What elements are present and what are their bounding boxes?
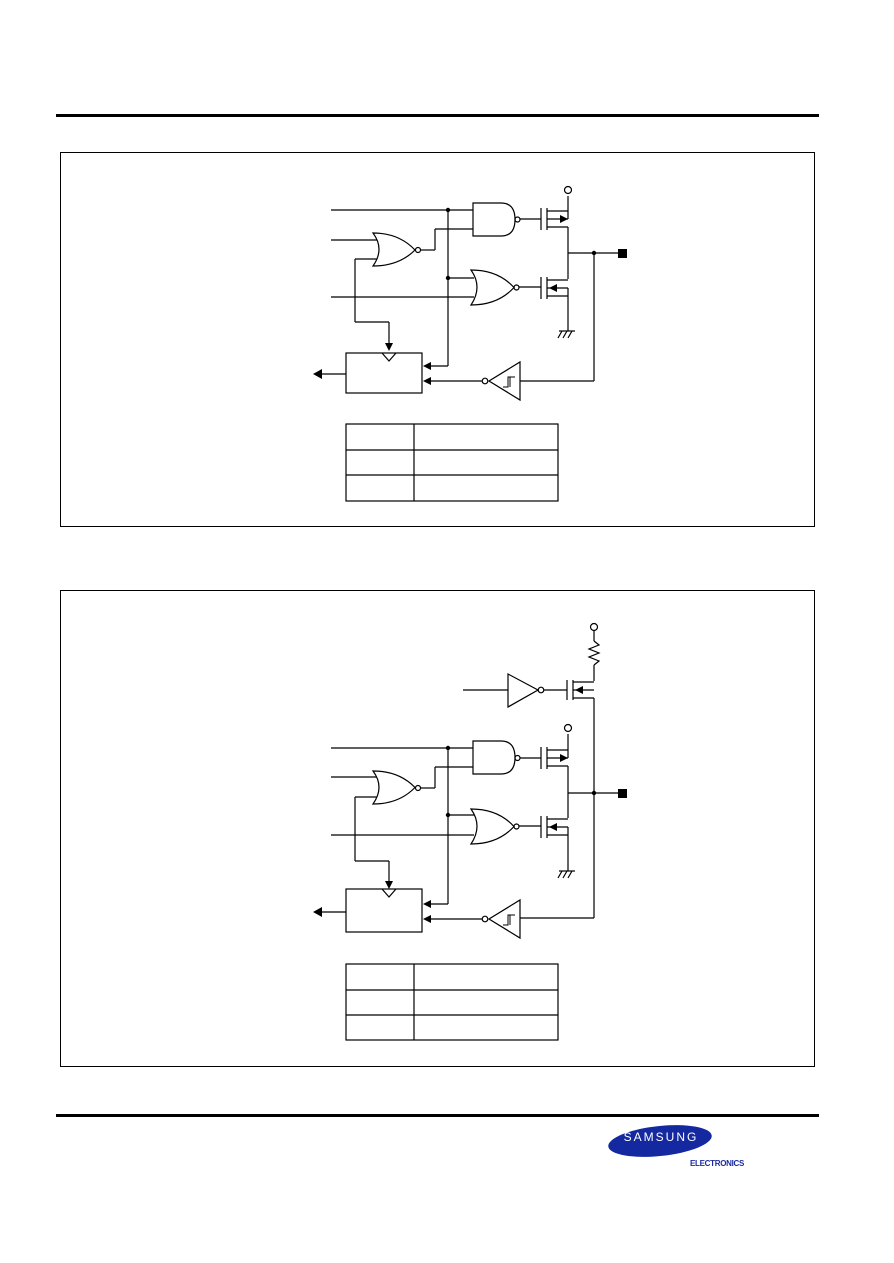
output-pin (618, 249, 627, 258)
header-rule (56, 114, 819, 117)
logo-wordmark: SAMSUNG (623, 1130, 699, 1144)
nor-gate-2 (469, 808, 515, 845)
nand-gate (472, 202, 516, 237)
footer-rule (56, 1114, 819, 1117)
vdd-terminal-pullup (589, 622, 599, 632)
logo-subtitle: ELECTRONICS (690, 1159, 745, 1168)
configuration-table-2 (345, 963, 559, 1041)
pullup-buffer (507, 673, 540, 709)
latch-block-2 (345, 888, 423, 933)
schmitt-inverter-2 (487, 898, 521, 940)
samsung-logo: SAMSUNG ELECTRONICS (606, 1125, 766, 1175)
samsung-oval-logo (608, 1125, 712, 1157)
schmitt-inverter (487, 360, 521, 402)
vdd-terminal (563, 185, 573, 195)
nor-gate (469, 269, 515, 306)
latch-output-arrow (313, 369, 322, 379)
nmos-transistor (540, 277, 568, 299)
ground-symbol (557, 330, 575, 339)
clock-arrow (385, 343, 393, 351)
pull-up-resistor (587, 640, 601, 666)
or-gate-inversion-bubble (414, 246, 422, 254)
or-gate (371, 232, 416, 267)
pullup-transistor (566, 680, 594, 700)
circuit-figure-1 (60, 152, 815, 527)
nand-gate-2 (472, 740, 516, 775)
circuit-diagram-2 (313, 622, 627, 1041)
latch-block (345, 352, 423, 394)
configuration-table (345, 423, 559, 502)
pmos-transistor-2 (540, 734, 569, 769)
nand-gate-inversion-bubble (514, 216, 521, 223)
nmos-transistor-2 (540, 816, 568, 838)
circuit-figure-2 (60, 590, 815, 1067)
or-gate-2 (371, 770, 416, 805)
output-pin-2 (618, 789, 627, 798)
circuit-diagram-1 (313, 185, 627, 502)
pmos-transistor (540, 196, 569, 230)
